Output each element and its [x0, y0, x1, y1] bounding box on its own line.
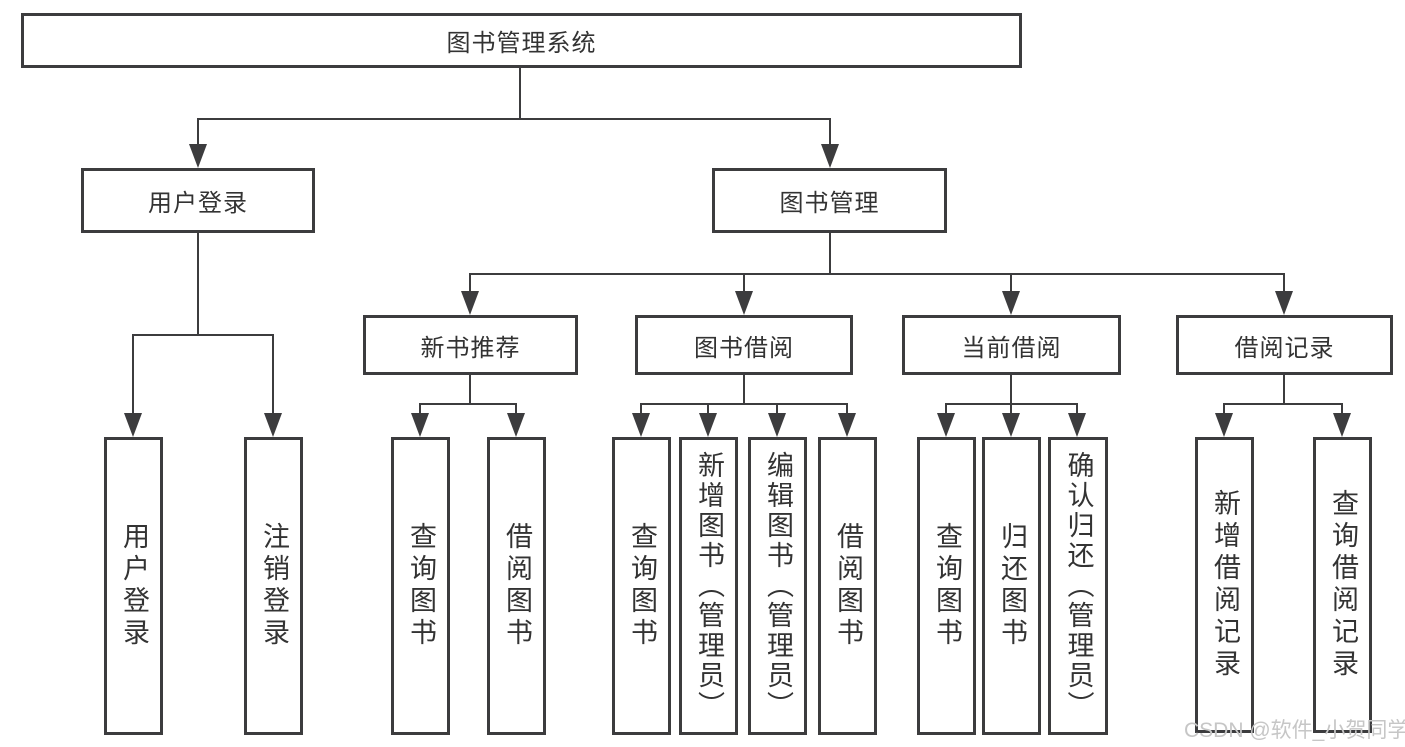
connector-borrow-distributor — [640, 403, 848, 405]
node-book-borrow: 图书借阅 — [635, 315, 853, 375]
arrowhead-recommend-borrow — [507, 413, 525, 437]
leaf-recommend-query-books: 查询图书 — [391, 437, 450, 735]
arrowhead-borrow-query — [632, 413, 650, 437]
leaf-borrow-add-books-label: 新增图书（管理员） — [694, 451, 724, 721]
arrowhead-current-query — [937, 413, 955, 437]
arrowhead-records-query — [1333, 413, 1351, 437]
arrowhead-borrow-add — [699, 413, 717, 437]
leaf-borrow-query-books: 查询图书 — [612, 437, 671, 735]
arrowhead-current-return — [1002, 413, 1020, 437]
arrowhead-current-borrow — [1002, 291, 1020, 315]
connector-drop-borrow-edit — [776, 405, 778, 413]
leaf-records-add-record: 新增借阅记录 — [1195, 437, 1254, 733]
node-book-management-label: 图书管理 — [779, 190, 880, 217]
leaf-logout-label: 注销登录 — [259, 522, 289, 650]
leaf-borrow-edit-books: 编辑图书（管理员） — [748, 437, 807, 735]
arrowhead-new-book-recommend — [461, 291, 479, 315]
connector-recommend-distributor — [419, 403, 517, 405]
node-borrow-records-label: 借阅记录 — [1234, 334, 1335, 362]
connector-root-distributor — [197, 118, 831, 120]
leaf-records-query-record: 查询借阅记录 — [1313, 437, 1372, 733]
connector-drop-borrow-borrow — [846, 405, 848, 413]
node-user-login: 用户登录 — [81, 168, 315, 233]
csdn-watermark: CSDN @软件_小贺同学 — [1184, 719, 1405, 742]
arrowhead-book-borrow — [735, 291, 753, 315]
connector-recommend-stem — [469, 375, 471, 405]
leaf-user-login: 用户登录 — [104, 437, 163, 735]
leaf-borrow-edit-books-label: 编辑图书（管理员） — [763, 451, 793, 721]
connector-drop-records-add — [1223, 405, 1225, 413]
node-user-login-label: 用户登录 — [148, 190, 248, 217]
leaf-user-login-label: 用户登录 — [119, 522, 149, 650]
node-root: 图书管理系统 — [21, 13, 1022, 68]
leaf-records-query-record-label: 查询借阅记录 — [1328, 489, 1358, 681]
connector-drop-current-confirm — [1076, 405, 1078, 413]
arrowhead-borrow-records — [1275, 291, 1293, 315]
leaf-borrow-borrow-books-label: 借阅图书 — [833, 522, 863, 650]
leaf-current-query-books-label: 查询图书 — [932, 522, 962, 650]
node-borrow-records: 借阅记录 — [1176, 315, 1393, 375]
connector-drop-logout — [272, 336, 274, 413]
arrowhead-user-login — [189, 144, 207, 168]
arrowhead-borrow-edit — [768, 413, 786, 437]
node-book-management: 图书管理 — [712, 168, 947, 233]
leaf-borrow-add-books: 新增图书（管理员） — [679, 437, 738, 735]
leaf-current-confirm-return-label: 确认归还（管理员） — [1063, 451, 1094, 721]
node-root-label: 图书管理系统 — [446, 30, 597, 57]
connector-drop-login — [132, 336, 134, 413]
node-current-borrow-label: 当前借阅 — [961, 334, 1062, 362]
arrowhead-recommend-query — [411, 413, 429, 437]
leaf-current-query-books: 查询图书 — [917, 437, 976, 735]
leaf-current-confirm-return: 确认归还（管理员） — [1048, 437, 1108, 735]
connector-drop-current-return — [1010, 405, 1012, 413]
leaf-logout: 注销登录 — [244, 437, 303, 735]
connector-book-management-distributor — [469, 273, 1285, 275]
arrowhead-login — [124, 413, 142, 437]
connector-records-stem — [1283, 375, 1285, 405]
leaf-recommend-query-books-label: 查询图书 — [406, 522, 436, 650]
connector-drop-book-management — [829, 120, 831, 144]
leaf-records-add-record-label: 新增借阅记录 — [1210, 489, 1240, 681]
node-new-book-recommend: 新书推荐 — [363, 315, 578, 375]
leaf-current-return-books-label: 归还图书 — [997, 522, 1027, 650]
arrowhead-book-management — [821, 144, 839, 168]
connector-drop-user-login — [197, 120, 199, 144]
arrowhead-logout — [264, 413, 282, 437]
connector-current-distributor — [945, 403, 1078, 405]
connector-user-login-distributor — [132, 334, 274, 336]
connector-drop-records-query — [1341, 405, 1343, 413]
connector-drop-recommend-borrow — [515, 405, 517, 413]
arrowhead-current-confirm — [1068, 413, 1086, 437]
connector-borrow-stem — [743, 375, 745, 405]
connector-user-login-stem — [197, 233, 199, 336]
node-current-borrow: 当前借阅 — [902, 315, 1121, 375]
connector-drop-recommend-query — [419, 405, 421, 413]
node-book-borrow-label: 图书借阅 — [694, 334, 794, 362]
leaf-borrow-query-books-label: 查询图书 — [627, 522, 657, 650]
leaf-current-return-books: 归还图书 — [982, 437, 1041, 735]
arrowhead-records-add — [1215, 413, 1233, 437]
connector-drop-new-book-recommend — [469, 275, 471, 291]
connector-records-distributor — [1223, 403, 1343, 405]
connector-root-stem — [519, 68, 521, 120]
connector-drop-current-query — [945, 405, 947, 413]
node-new-book-recommend-label: 新书推荐 — [420, 334, 521, 362]
leaf-borrow-borrow-books: 借阅图书 — [818, 437, 877, 735]
connector-current-stem — [1010, 375, 1012, 405]
leaf-recommend-borrow-books-label: 借阅图书 — [502, 522, 532, 650]
connector-drop-book-borrow — [743, 275, 745, 291]
connector-drop-current-borrow — [1010, 275, 1012, 291]
leaf-recommend-borrow-books: 借阅图书 — [487, 437, 546, 735]
connector-drop-borrow-query — [640, 405, 642, 413]
connector-book-management-stem — [829, 233, 831, 275]
connector-drop-borrow-records — [1283, 275, 1285, 291]
arrowhead-borrow-borrow — [838, 413, 856, 437]
connector-drop-borrow-add — [707, 405, 709, 413]
